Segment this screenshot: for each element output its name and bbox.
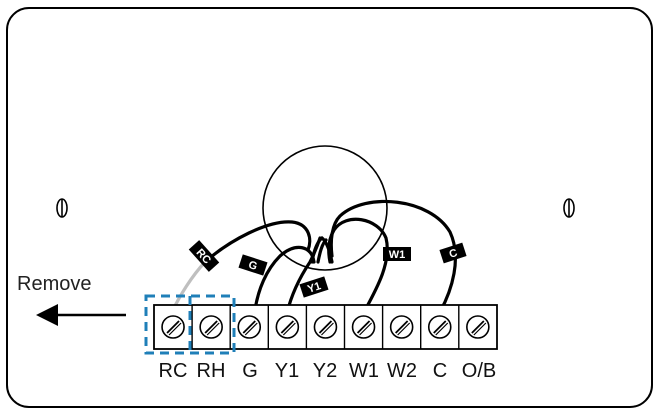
- terminal-screw-icon: [161, 315, 185, 339]
- terminal-label: RH: [197, 360, 226, 382]
- terminal-label: Y2: [313, 360, 337, 382]
- wire-tag-c: C: [439, 242, 467, 264]
- terminal-screw-icon: [313, 315, 338, 339]
- wire-tag-w1-label: W1: [389, 249, 406, 261]
- wire-tag-g: G: [238, 254, 268, 276]
- terminal-screw-icon: [199, 315, 223, 339]
- terminal-block: [153, 304, 498, 350]
- wire-g: [253, 245, 316, 312]
- arrow-left-icon: [36, 304, 126, 326]
- wire-tag-w1: W1: [383, 247, 411, 261]
- terminal-label: RC: [159, 360, 188, 382]
- wire-tag-y1: Y1: [299, 276, 329, 298]
- wire-tag-y1-label: Y1: [306, 280, 323, 296]
- mounting-screw-icon: [563, 198, 575, 218]
- terminal-screw-icon: [351, 315, 376, 339]
- terminal-screw-icon: [427, 315, 452, 339]
- jumper-highlight: [144, 294, 236, 355]
- terminal-screw-icon: [275, 315, 300, 339]
- terminal-label: O/B: [462, 360, 496, 382]
- terminal-screw-icon: [237, 315, 262, 339]
- terminal-screw-icon: [389, 315, 414, 339]
- wire-c: [329, 199, 457, 314]
- wire-rc: [203, 220, 312, 264]
- terminal-label: C: [433, 360, 447, 382]
- remove-label: Remove: [17, 273, 91, 295]
- wire-opening: [262, 145, 388, 271]
- terminal-labels: RC RH G Y1 Y2 W1 W2 C O/B: [159, 360, 497, 382]
- terminal-screw-icon: [466, 315, 490, 339]
- terminal-label: W2: [387, 360, 417, 382]
- terminal-label: G: [242, 360, 258, 382]
- wire-bundle-2: [316, 238, 328, 264]
- wire-w1: [327, 217, 389, 314]
- mounting-screw-icon: [56, 198, 68, 218]
- terminal-label: Y1: [275, 360, 299, 382]
- terminal-label: W1: [349, 360, 379, 382]
- wire-tag-c-label: C: [448, 247, 459, 261]
- wire-tag-g-label: G: [247, 259, 259, 273]
